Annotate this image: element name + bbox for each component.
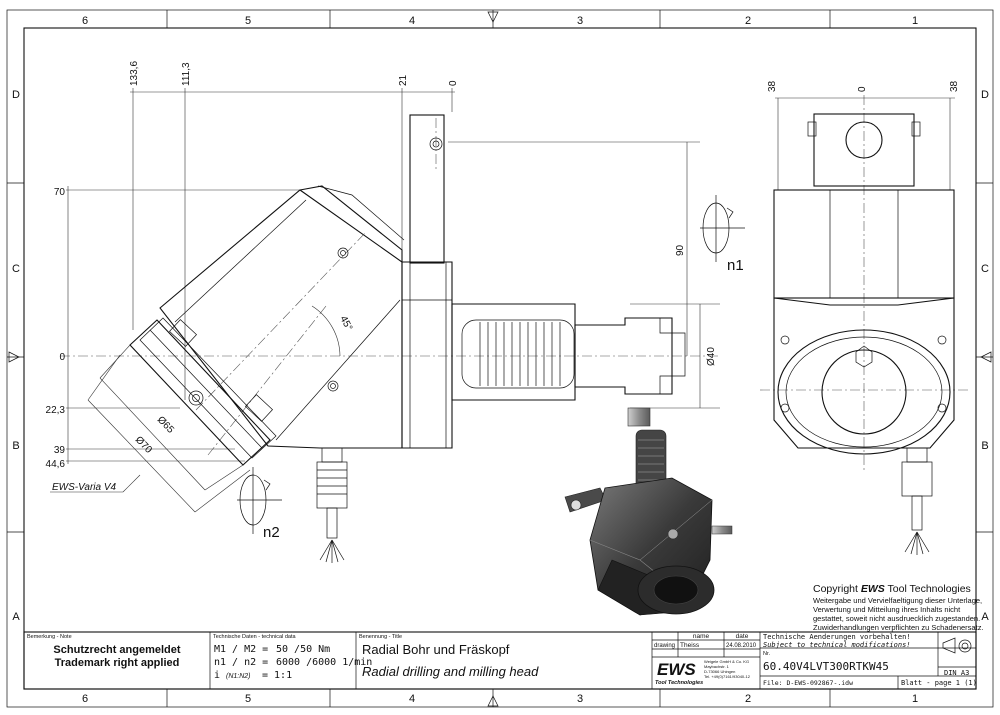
tech-n-label: n1 / n2 = (214, 657, 268, 668)
dim-0-top: 0 (448, 80, 459, 86)
company-sub: Tool Technologies (655, 680, 703, 686)
part-number: 60.40V4LVT300RTKW45 (763, 660, 889, 673)
col-label: 4 (409, 693, 415, 705)
dim-angle: 45° (337, 314, 354, 333)
col-date: date (736, 633, 749, 640)
company-logo: EWS (657, 660, 696, 679)
front-view (50, 88, 745, 563)
row-label: D (981, 89, 989, 101)
company-address: Tel. +49(0)7161/93040-12 (704, 674, 751, 679)
col-label: 5 (245, 15, 251, 27)
col-label: 5 (245, 693, 251, 705)
change-note-de: Technische Aenderungen vorbehalten! (763, 633, 911, 641)
dim-side-0: 0 (857, 86, 868, 92)
col-label: 3 (577, 693, 583, 705)
copyright-notice: Copyright EWS Tool Technologies Weiterga… (813, 583, 984, 632)
row-label: A (981, 611, 989, 623)
col-label: 3 (577, 15, 583, 27)
dim-diam-40: Ø40 (706, 347, 717, 366)
col-label: 1 (912, 693, 918, 705)
copyright-line: Zuwiderhandlungen verpflichten zu Schade… (813, 623, 984, 632)
col-name: name (693, 633, 710, 640)
row-label: D (12, 89, 20, 101)
side-view (760, 95, 970, 555)
row-label: B (12, 440, 19, 452)
tech-n-value: 6000 /6000 1/min (276, 657, 372, 668)
company-address: D-73066 Uhingen (704, 669, 735, 674)
title-german: Radial Bohr und Fräskopf (362, 642, 510, 657)
drawer-name: Theiss (680, 642, 700, 649)
dim-diam-65: Ø65 (155, 414, 176, 436)
copyright-line: gestattet, soweit nicht ausdruecklich zu… (813, 614, 980, 623)
dim-side-38-left: 38 (767, 80, 778, 92)
label-variant: EWS-Varia V4 (52, 482, 117, 493)
tech-m-value: 50 /50 Nm (276, 644, 330, 655)
col-label: 6 (82, 15, 88, 27)
row-label: C (12, 263, 20, 275)
row-drawing: drawing (654, 643, 675, 649)
label-n1: n1 (727, 257, 744, 274)
title-block: Bemerkung - Note Schutzrecht angemeldet … (23, 631, 977, 690)
copyright-line: Verwertung und Mitteilung ihres Inhalts … (813, 605, 961, 614)
remark-line-2: Trademark right applied (55, 657, 180, 669)
dim-111-3: 111,3 (181, 62, 192, 86)
dim-0: 0 (59, 352, 65, 363)
remark-line-1: Schutzrecht angemeldet (53, 644, 180, 656)
remark-header: Bemerkung - Note (27, 634, 72, 640)
product-render-image (564, 407, 733, 616)
company-address: Maybachstr. 1 (704, 664, 730, 669)
nr-label: Nr. (763, 651, 771, 657)
row-label: C (981, 263, 989, 275)
title-english: Radial drilling and milling head (362, 664, 539, 679)
col-label: 6 (82, 693, 88, 705)
tech-m-label: M1 / M2 = (214, 644, 268, 655)
copyright-title: Copyright EWS Tool Technologies (813, 583, 971, 595)
name-header: Benennung - Title (359, 634, 402, 640)
row-label: B (981, 440, 988, 452)
label-n2: n2 (263, 524, 280, 541)
row-label: A (12, 611, 20, 623)
draw-date: 24.08.2010 (726, 643, 757, 649)
dim-21: 21 (398, 74, 409, 86)
page-number: Blatt - page 1 (1) (901, 679, 977, 687)
dim-44-6: 44,6 (46, 459, 66, 470)
dim-39: 39 (54, 445, 66, 456)
copyright-line: Weitergabe und Vervielfaeltigung dieser … (813, 596, 982, 605)
tech-i-value: = 1:1 (262, 670, 292, 681)
file-name: File: D-EWS-092867-.idw (763, 679, 853, 687)
company-address: Weigele GmbH & Co. KG (704, 659, 749, 664)
dim-diam-70: Ø70 (133, 434, 154, 456)
col-label: 2 (745, 15, 751, 27)
tech-i-sub: (N1:N2) (226, 673, 251, 680)
din-format: DIN A3 (944, 669, 969, 677)
dim-side-38-right: 38 (949, 80, 960, 92)
tech-header: Technische Daten - technical data (213, 634, 296, 640)
dimension-texts: 70 0 22,3 39 44,6 133,6 111,3 21 0 45° Ø… (46, 61, 960, 541)
col-label: 4 (409, 15, 415, 27)
dim-70: 70 (54, 187, 66, 198)
frame-labels: 6 5 4 3 2 1 6 5 4 3 2 1 D C B A D C B A (12, 15, 989, 705)
col-label: 2 (745, 693, 751, 705)
tech-i-label: i (214, 670, 220, 681)
dim-133-6: 133,6 (129, 61, 140, 86)
dim-22-3: 22,3 (46, 405, 66, 416)
dim-90: 90 (675, 244, 686, 256)
col-label: 1 (912, 15, 918, 27)
change-note-en: Subject to technical modifications! (763, 641, 911, 649)
